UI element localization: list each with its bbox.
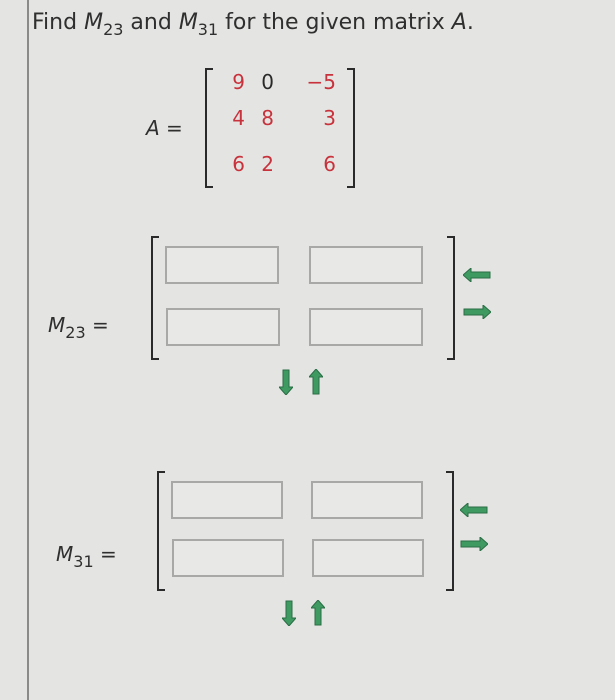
question-text: Find M23 and M31 for the given matrix A. [32,10,474,39]
question-prefix: Find [32,10,85,35]
matrix-a-cell-2-2: 8 [261,106,274,130]
minor-m23-label: M23 = [48,313,109,342]
minor-m31-cell-1-2[interactable] [311,481,423,519]
minor-m31-symbol: M [56,542,74,566]
matrix-a-cell-2-3: 3 [323,106,336,130]
minor-m31-equals: = [93,542,117,566]
minor-m23-cell-2-2[interactable] [309,308,423,346]
minor-m31-subscript: 31 [73,552,94,571]
matrix-a-cell-1-2: 0 [261,70,274,94]
matrix-a-cell-1-1: 9 [232,70,245,94]
question-matrix-name: A [451,10,467,35]
question-middle: and [123,10,179,35]
arrow-down-icon[interactable] [282,600,296,626]
arrow-up-icon[interactable] [309,369,323,395]
minor-m23-subscript: 23 [65,323,86,342]
question-m31-subscript: 31 [197,20,219,39]
minor-m31-left-bracket [157,471,165,591]
arrow-right-icon[interactable] [463,305,491,319]
arrow-right-icon[interactable] [460,537,488,551]
question-m23-subscript: 23 [103,20,124,39]
matrix-a-cell-3-2: 2 [261,152,274,176]
minor-m31-cell-2-2[interactable] [312,539,424,577]
minor-m31-cell-2-1[interactable] [172,539,284,577]
arrow-up-icon[interactable] [311,600,325,626]
arrow-down-icon[interactable] [279,369,293,395]
arrow-left-icon[interactable] [460,503,488,517]
minor-m31-label: M31 = [56,542,117,571]
minor-m23-equals: = [85,313,109,337]
minor-m23-cell-1-1[interactable] [165,246,279,284]
question-m23-symbol: M [84,10,104,35]
matrix-a-left-bracket [205,68,213,188]
matrix-a-right-bracket [347,68,355,188]
question-suffix: for the given matrix [218,10,452,35]
matrix-a-label: A = [146,116,183,140]
minor-m23-left-bracket [151,236,159,360]
page-left-border [27,0,29,700]
question-m31-symbol: M [178,10,198,35]
matrix-a-cell-3-3: 6 [323,152,336,176]
minor-m31-cell-1-1[interactable] [171,481,283,519]
minor-m23-cell-1-2[interactable] [309,246,423,284]
matrix-a-cell-1-3: −5 [306,70,336,94]
question-end: . [466,10,474,35]
minor-m23-cell-2-1[interactable] [166,308,280,346]
minor-m23-right-bracket [447,236,455,360]
arrow-left-icon[interactable] [463,268,491,282]
minor-m23-symbol: M [48,313,66,337]
minor-m31-right-bracket [446,471,454,591]
matrix-a-cell-2-1: 4 [232,106,245,130]
matrix-a-cell-3-1: 6 [232,152,245,176]
